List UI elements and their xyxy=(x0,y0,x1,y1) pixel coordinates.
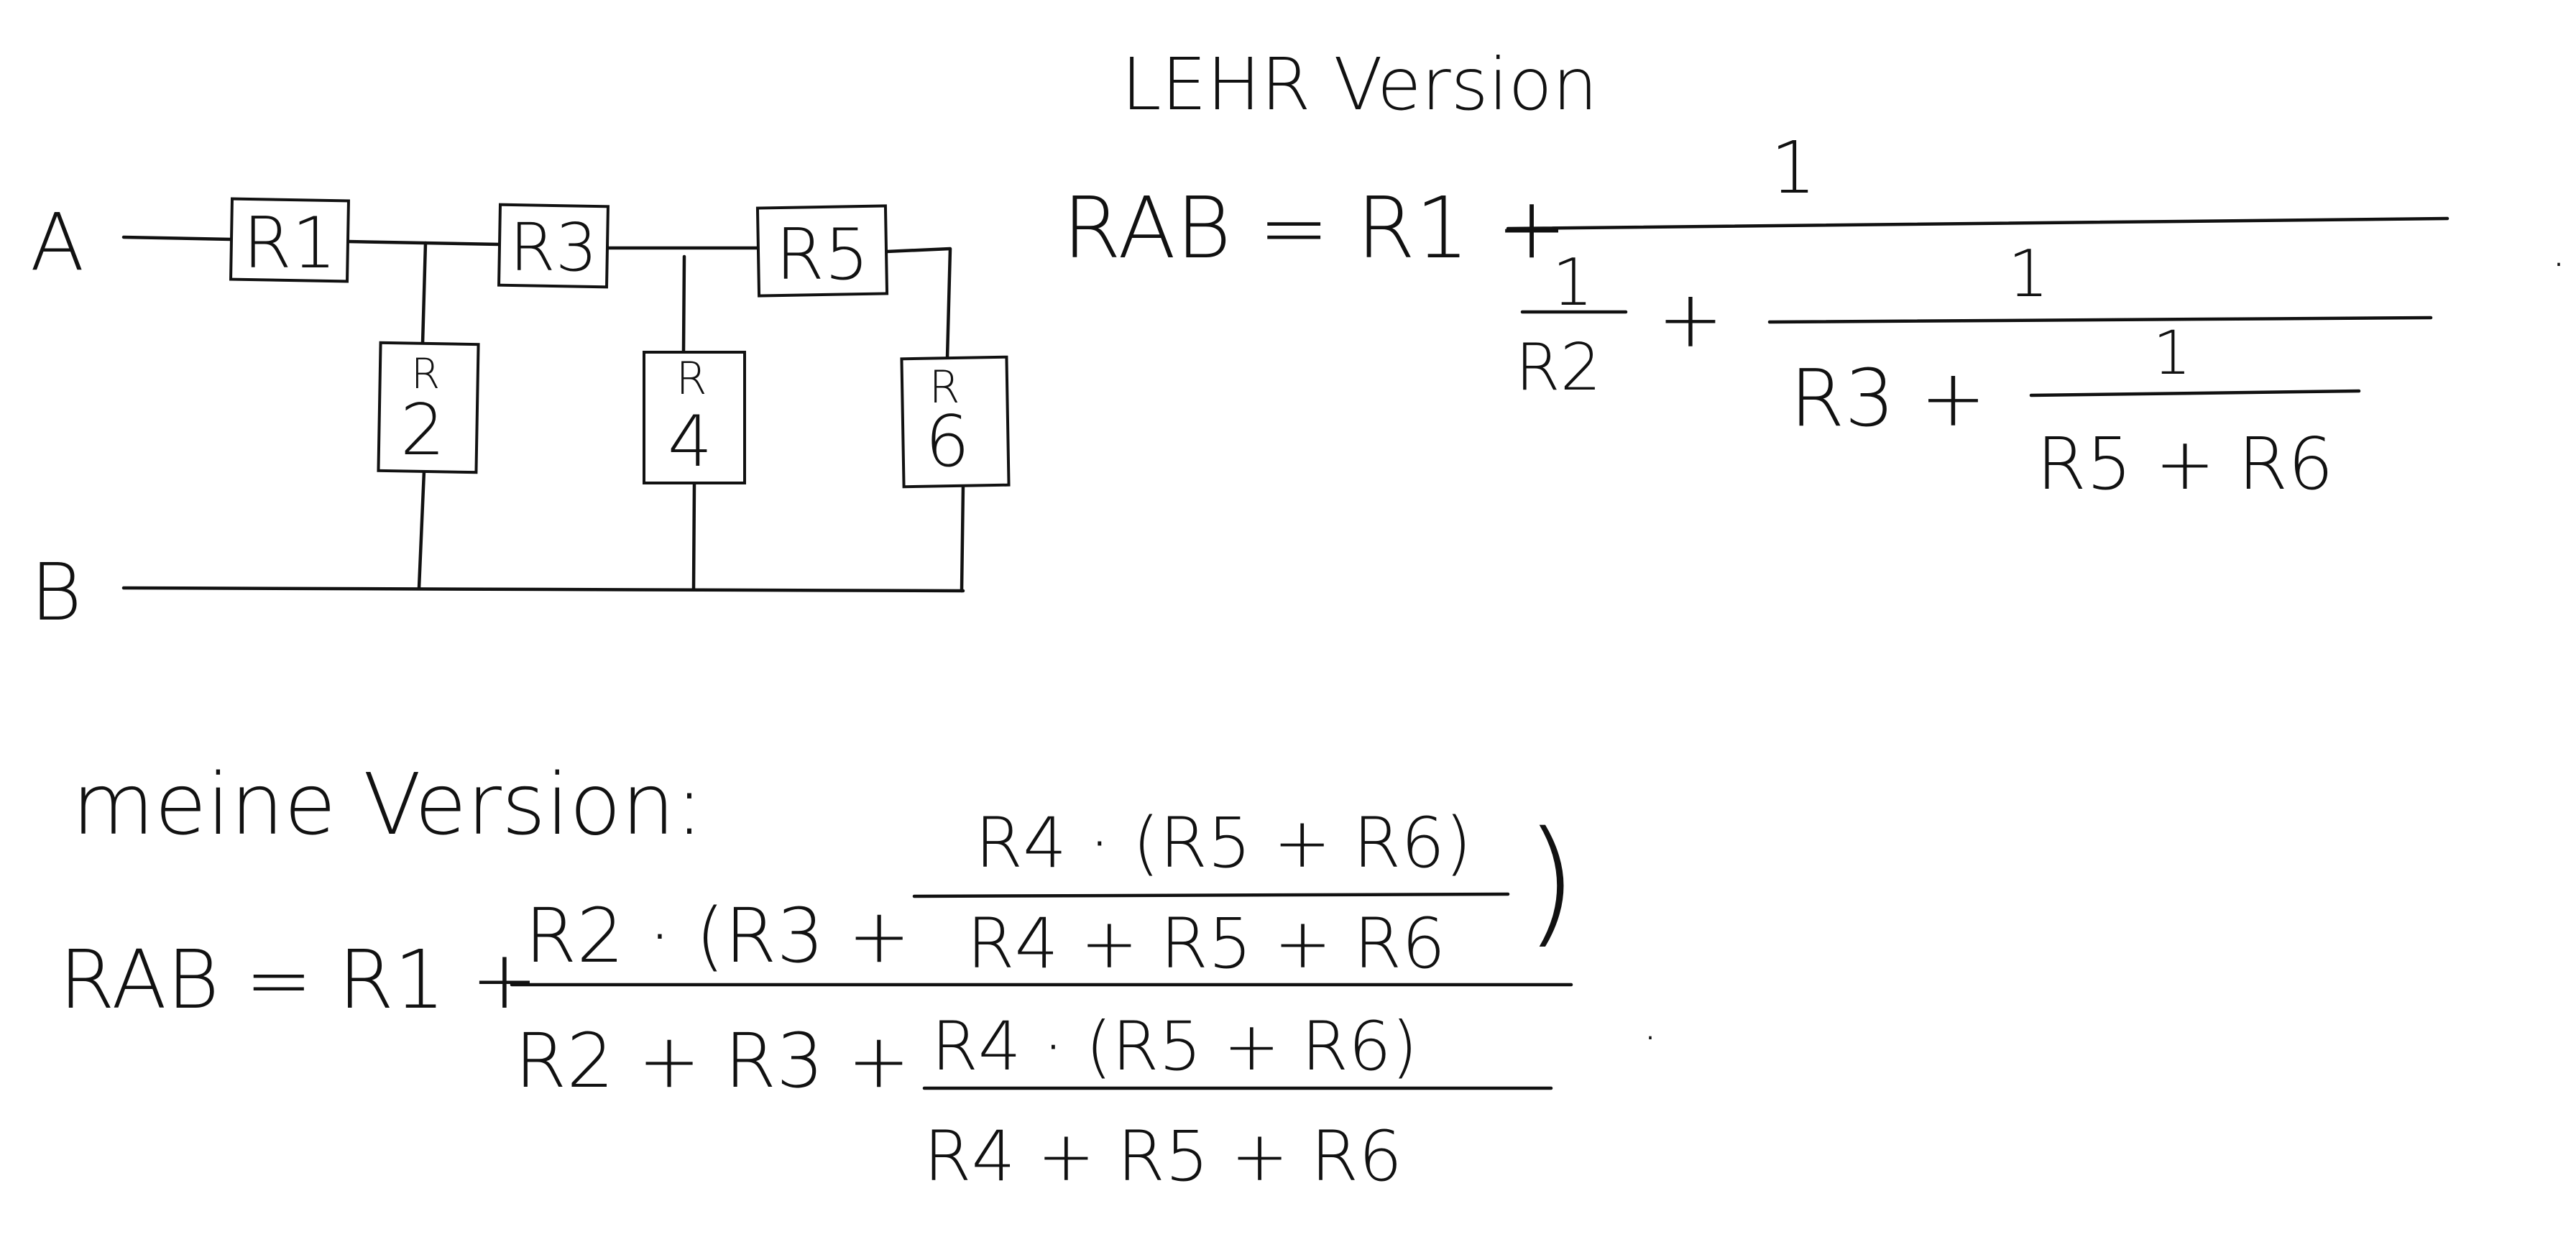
resistor-r2-label-bottom: 2 xyxy=(400,390,445,472)
my-lhs: RAB = R1 + xyxy=(59,934,538,1027)
my-version: meine Version: RAB = R1 + R2 · (R3 + R4 … xyxy=(59,755,1658,1197)
my-heading: meine Version: xyxy=(72,755,704,854)
resistor-r3-box xyxy=(497,203,610,289)
node-b-label: B xyxy=(30,546,82,638)
resistor-r5-label: R5 xyxy=(776,214,869,296)
resistor-r6-label-top: R xyxy=(929,361,960,413)
my-period: . xyxy=(1642,993,1658,1052)
my-num-close-paren: ) xyxy=(1524,802,1578,961)
my-numerator-prefix: R2 · (R3 + xyxy=(525,892,911,980)
resistor-r3-label: R3 xyxy=(510,209,597,286)
teacher-heading: LEHR Version xyxy=(1121,42,1598,126)
resistor-r4: R 4 xyxy=(643,351,746,484)
wire-bottom-b xyxy=(121,586,965,593)
resistor-r4-label-bottom: 4 xyxy=(668,401,712,483)
my-den-frac-denominator: R4 + R5 + R6 xyxy=(924,1116,1402,1197)
wire-a-to-r1 xyxy=(121,235,234,242)
resistor-r2-box xyxy=(377,341,480,474)
teacher-innermost-denominator: R5 + R6 xyxy=(2036,422,2334,506)
resistor-r4-label-top: R xyxy=(676,352,707,405)
resistor-r2: R 2 xyxy=(377,341,480,474)
teacher-r2-frac-numerator: 1 xyxy=(1552,245,1593,321)
resistor-r5-box xyxy=(755,204,889,298)
teacher-innermost-numerator: 1 xyxy=(2153,318,2191,388)
teacher-innermost-fraction-bar xyxy=(2029,389,2361,397)
teacher-r3-plus: R3 + xyxy=(1790,352,1987,444)
my-den-frac-numerator: R4 · (R5 + R6) xyxy=(932,1008,1418,1086)
resistor-r1-box xyxy=(229,197,350,283)
resistor-r6-box xyxy=(900,355,1011,489)
teacher-version: LEHR Version RAB = R1 + 1 1 R2 + 1 R3 + … xyxy=(1062,42,2567,506)
wire-r1-to-r3 xyxy=(346,239,502,247)
teacher-plus: + xyxy=(1657,273,1724,365)
my-num-frac-numerator: R4 · (R5 + R6) xyxy=(975,803,1471,883)
wire-r2-to-b xyxy=(417,469,426,590)
wire-r5-to-r6 xyxy=(884,247,952,360)
resistor-r3: R3 xyxy=(497,203,610,289)
circuit-diagram: A B R1 R3 R5 R xyxy=(30,196,1011,638)
teacher-lhs: RAB = R1 + xyxy=(1062,178,1568,277)
teacher-outer-numerator: 1 xyxy=(1770,126,1816,210)
resistor-r6: R 6 xyxy=(900,355,1011,489)
resistor-r4-box xyxy=(643,351,746,484)
teacher-r2-frac-denominator: R2 xyxy=(1515,330,1601,405)
teacher-inner-fraction-bar xyxy=(1767,316,2433,324)
wire-r6-to-b xyxy=(960,483,965,593)
resistor-r5: R5 xyxy=(755,204,889,298)
wire-node-to-r2 xyxy=(420,241,428,346)
teacher-outer-fraction-bar xyxy=(1506,216,2450,231)
resistor-r2-label-top: R xyxy=(411,349,440,398)
my-denominator-prefix: R2 + R3 + xyxy=(515,1017,910,1105)
teacher-inner-numerator: 1 xyxy=(2007,236,2048,312)
my-num-frac-denominator: R4 + R5 + R6 xyxy=(967,903,1445,984)
node-a-label: A xyxy=(30,196,84,288)
my-num-frac-bar xyxy=(912,892,1510,898)
resistor-r1: R1 xyxy=(229,197,350,285)
resistor-r1-label: R1 xyxy=(243,203,336,285)
resistor-r6-label-bottom: 6 xyxy=(925,401,970,483)
teacher-period: . xyxy=(2551,219,2567,278)
